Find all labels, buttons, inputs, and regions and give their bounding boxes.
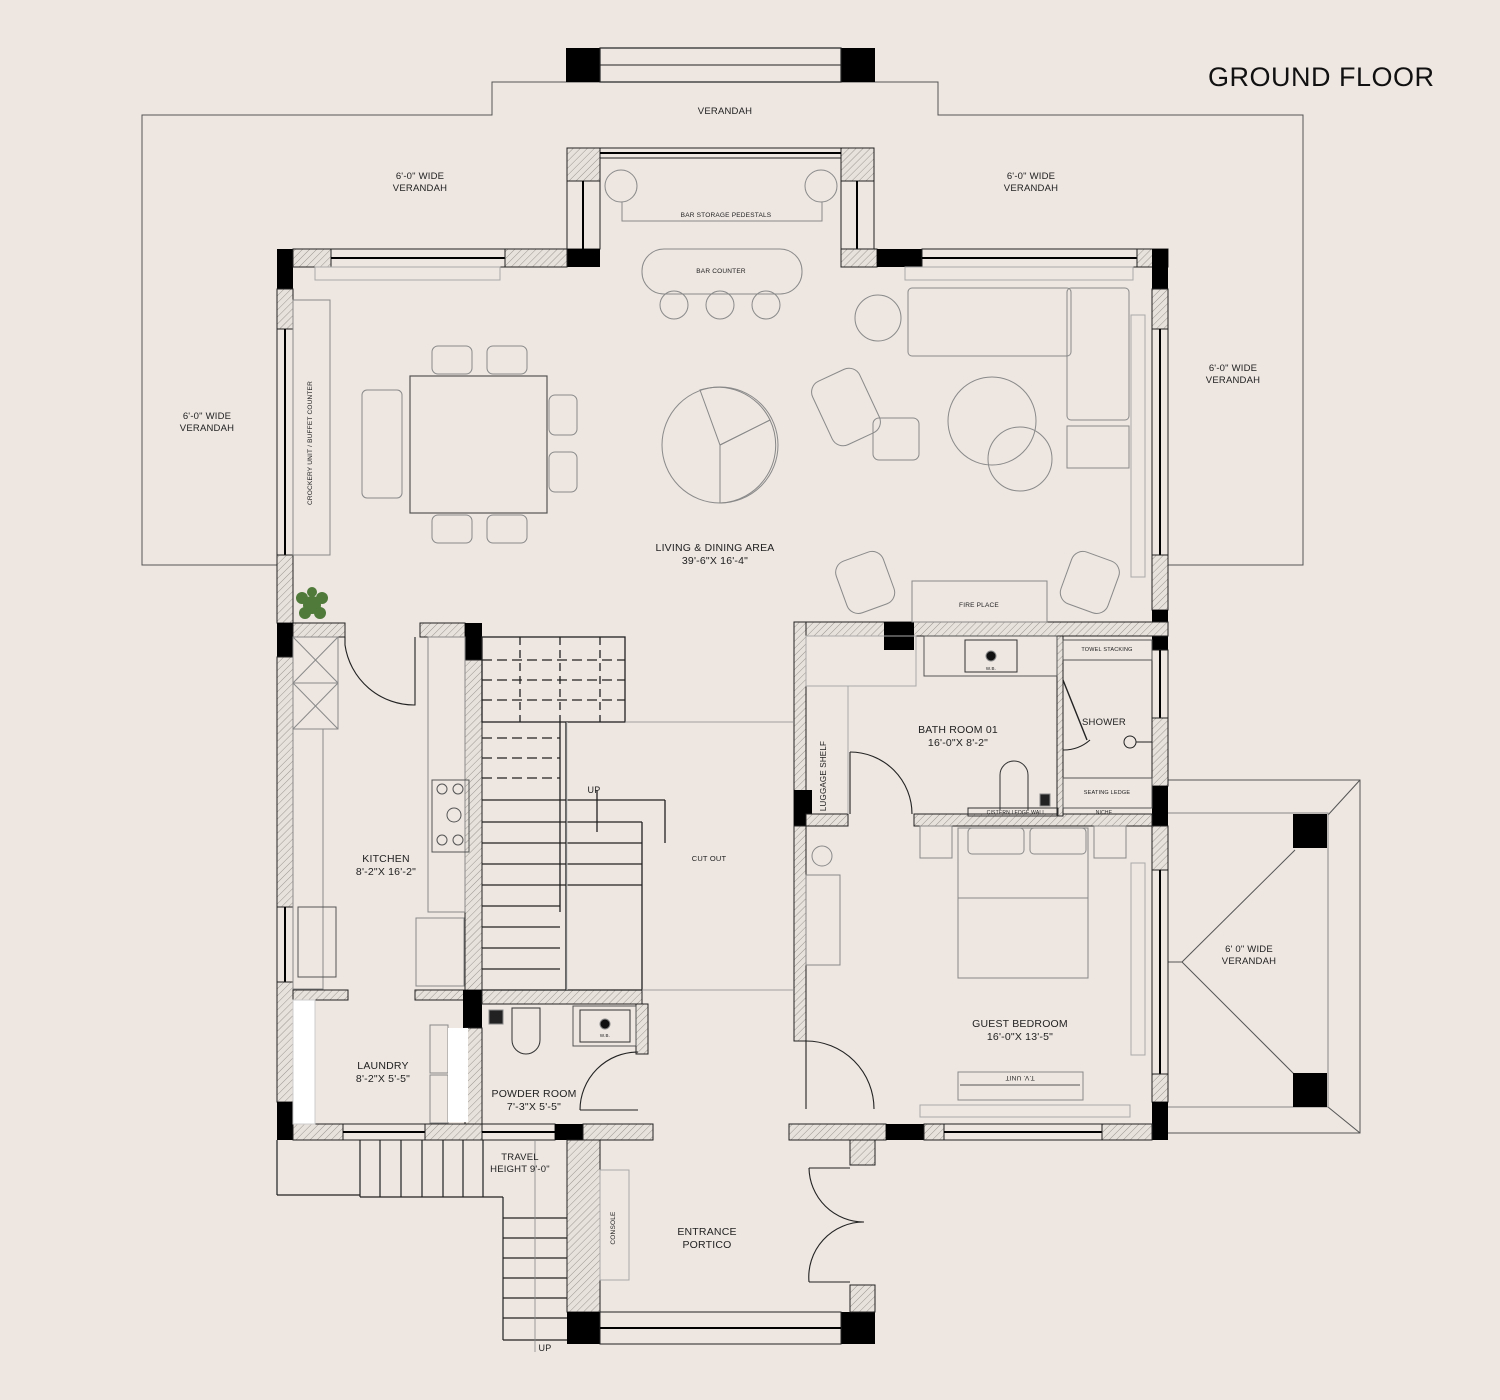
label-line: 6'-0" WIDE: [182, 411, 232, 422]
seating-ledge-label: SEATING LEDGE: [1083, 790, 1131, 796]
tv-unit-label: T.V. UNIT: [1005, 1074, 1035, 1081]
luggage-shelf-label: LUGGAGE SHELF: [819, 740, 828, 812]
room-size: 7'-3"X 5'-5": [506, 1101, 562, 1113]
bay-walls: [566, 147, 878, 268]
shower-label: SHOWER: [1082, 717, 1126, 728]
column: [1293, 814, 1327, 848]
staircase: [481, 636, 794, 991]
label-line: VERANDAH: [1003, 183, 1059, 194]
label-line: VERANDAH: [179, 423, 235, 434]
label-line: 6'-0" WIDE: [1006, 171, 1056, 182]
room-name-2: PORTICO: [682, 1239, 732, 1251]
bar-storage-label: BAR STORAGE PEDESTALS: [680, 212, 772, 219]
column: [1293, 1073, 1327, 1107]
verandah-top-label: VERANDAH: [697, 106, 753, 117]
towel-stacking-label: TOWEL STACKING: [1081, 647, 1133, 653]
verandah-outlines: [141, 81, 1361, 1134]
label-line: VERANDAH: [1205, 375, 1261, 386]
room-name: KITCHEN: [362, 853, 410, 865]
door-swings: [344, 637, 1091, 1283]
label-line: 6'-0" WIDE: [395, 171, 445, 182]
room-size: 16'-0"X 8'-2": [927, 737, 989, 749]
label-line: VERANDAH: [392, 183, 448, 194]
wash-basin-label-bath: W.B.: [985, 666, 997, 671]
niche-label: NICHE: [1095, 810, 1113, 816]
top-verandah-columns: [566, 47, 875, 83]
console-label: CONSOLE: [610, 1211, 617, 1245]
room-name: LIVING & DINING AREA: [655, 542, 775, 554]
cooktop-burners: [436, 783, 464, 846]
cut-out-label: CUT OUT: [691, 854, 727, 863]
interior-walls: [292, 621, 1169, 1345]
label-line: TRAVEL: [501, 1152, 539, 1163]
fireplace-label: FIRE PLACE: [959, 602, 999, 609]
outer-walls: [276, 248, 1169, 1141]
room-name: LAUNDRY: [357, 1060, 409, 1072]
room-size: 16'-0"X 13'-5": [986, 1031, 1054, 1043]
room-name: POWDER ROOM: [491, 1088, 577, 1100]
furniture: [292, 169, 1153, 1281]
room-name: GUEST BEDROOM: [972, 1018, 1068, 1030]
plant-icon: [296, 587, 328, 619]
cistern-ledge-label: CISTERN LEDGE WALL: [986, 810, 1046, 816]
room-size: 39'-6"X 16'-4": [681, 555, 749, 567]
wash-basin-label-powder: W.B.: [599, 1033, 611, 1038]
room-name: BATH ROOM 01: [918, 724, 998, 736]
floor-title: GROUND FLOOR: [1208, 62, 1435, 92]
bar-counter-label: BAR COUNTER: [696, 268, 746, 275]
label-line: 6' 0" WIDE: [1225, 944, 1273, 955]
stair-up-label: UP: [587, 785, 601, 795]
room-name: ENTRANCE: [677, 1226, 737, 1238]
room-size: 8'-2"X 16'-2": [355, 866, 417, 878]
label-line: HEIGHT 9'-0": [490, 1164, 550, 1175]
label-line: 6'-0" WIDE: [1208, 363, 1258, 374]
label-line: VERANDAH: [1221, 956, 1277, 967]
entrance-steps: [276, 1140, 567, 1352]
room-size: 8'-2"X 5'-5": [355, 1073, 411, 1085]
crockery-unit-label: CROCKERY UNIT / BUFFET COUNTER: [307, 381, 314, 505]
steps-up-label: UP: [538, 1343, 552, 1353]
